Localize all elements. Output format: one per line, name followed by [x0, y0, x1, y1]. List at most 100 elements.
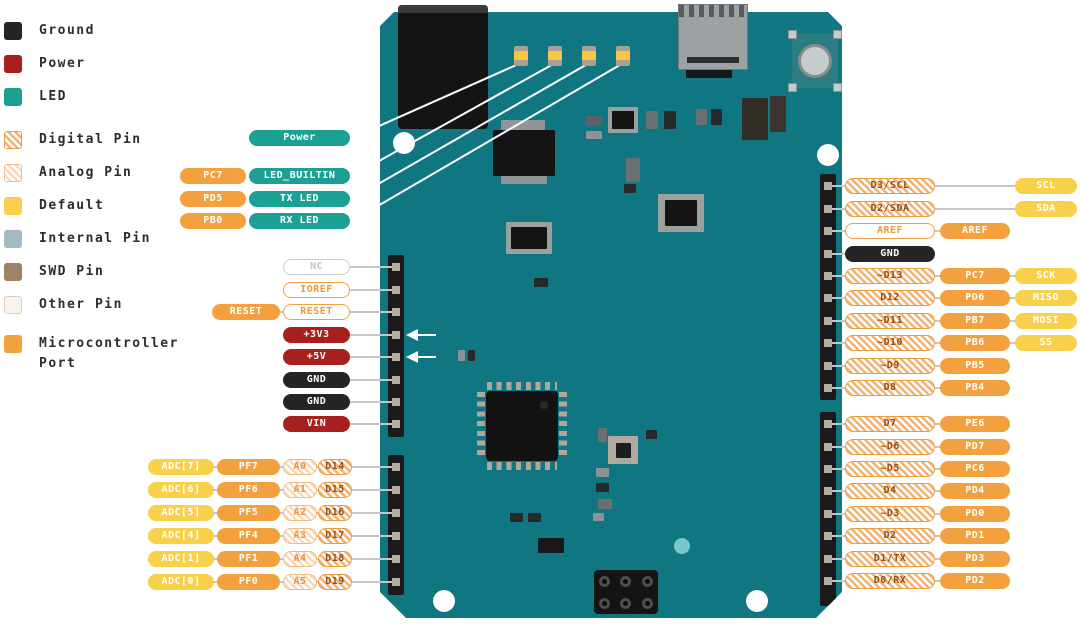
- pin-label-gnd: GND: [283, 394, 350, 410]
- pin-label-a4: A4: [283, 551, 317, 567]
- legend-swatch-internal: [4, 230, 22, 248]
- mcu-die: [486, 391, 558, 461]
- pin-header-right-top: [820, 174, 836, 400]
- button-pin: [788, 83, 797, 92]
- pin-label-aref: AREF: [845, 223, 935, 239]
- legend-swatch-digital: [4, 131, 22, 149]
- mcu-chip: [477, 382, 567, 470]
- pin-label-ioref: IOREF: [283, 282, 350, 298]
- pin-label-d16: D16: [318, 505, 352, 521]
- pin-label-pf0: PF0: [217, 574, 280, 590]
- icsp-pin: [641, 597, 653, 609]
- legend-item-digital-pin: Digital Pin: [4, 130, 142, 150]
- button-pin: [833, 30, 842, 39]
- smd-component: [501, 120, 545, 130]
- smd-component: [598, 428, 607, 442]
- pin-label-rx-led: RX LED: [249, 213, 350, 229]
- icsp-pin: [641, 575, 653, 587]
- pin-label-reset: RESET: [212, 304, 280, 320]
- smd-component: [586, 131, 602, 139]
- power-jack-top: [398, 5, 488, 13]
- pin-label-pe6: PE6: [940, 416, 1010, 432]
- smd-component: [586, 116, 602, 126]
- pin-label-pd2: PD2: [940, 573, 1010, 589]
- legend-swatch-ground: [4, 22, 22, 40]
- pin-label-sda: SDA: [1015, 201, 1077, 217]
- legend-label: Analog Pin: [39, 165, 133, 180]
- pin-label-d2-sda: D2/SDA: [845, 201, 935, 217]
- smd-component: [458, 350, 465, 361]
- mounting-hole: [393, 132, 415, 154]
- smd-component: [624, 184, 636, 193]
- pin-label-pd3: PD3: [940, 551, 1010, 567]
- pin-label-sck: SCK: [1015, 268, 1077, 284]
- smd-component: [665, 200, 697, 226]
- legend-label: Power: [39, 56, 86, 71]
- pin-label-d15: D15: [318, 482, 352, 498]
- legend-swatch-led: [4, 88, 22, 106]
- mounting-hole: [746, 590, 768, 612]
- legend-swatch-power: [4, 55, 22, 73]
- smd-component: [696, 109, 707, 125]
- pin-label-pd6: PD6: [940, 290, 1010, 306]
- pin-label-pd0: PD0: [940, 506, 1010, 522]
- pin-label-d8: D8: [845, 380, 935, 396]
- smd-component: [511, 227, 547, 249]
- pin-label-d1-tx: D1/TX: [845, 551, 935, 567]
- icsp-pin: [620, 597, 632, 609]
- pin-label--d5: ~D5: [845, 461, 935, 477]
- pin-label-led-builtin: LED_BUILTIN: [249, 168, 350, 184]
- mcu-pins: [559, 392, 567, 460]
- legend-item-led: LED: [4, 87, 67, 107]
- pin-label-miso: MISO: [1015, 290, 1077, 306]
- smd-component: [510, 513, 523, 522]
- pin-label-d7: D7: [845, 416, 935, 432]
- pin-label-a0: A0: [283, 459, 317, 475]
- pin-label-d18: D18: [318, 551, 352, 567]
- legend-item-power: Power: [4, 54, 86, 74]
- pin-label-a5: A5: [283, 574, 317, 590]
- pin-label-adc-6-: ADC[6]: [148, 482, 214, 498]
- pin-label-pd7: PD7: [940, 439, 1010, 455]
- legend-swatch-otherpin: [4, 296, 22, 314]
- pin-label-nc: NC: [283, 259, 350, 275]
- smd-component: [596, 468, 609, 477]
- smd-component: [468, 350, 475, 361]
- pin-label-adc-0-: ADC[0]: [148, 574, 214, 590]
- pin-label-pb5: PB5: [940, 358, 1010, 374]
- smd-component: [626, 158, 640, 182]
- legend-item-default: Default: [4, 196, 104, 216]
- reset-button: [788, 30, 842, 92]
- button-pin: [788, 30, 797, 39]
- pin-label-adc-4-: ADC[4]: [148, 528, 214, 544]
- pin-header-left-bottom: [388, 455, 404, 595]
- test-pad: [674, 538, 690, 554]
- smd-component: [742, 98, 768, 140]
- pin-label--d3: ~D3: [845, 506, 935, 522]
- button-pin: [833, 83, 842, 92]
- smd-component: [596, 483, 609, 492]
- pin-label-ss: SS: [1015, 335, 1077, 351]
- smd-component: [538, 538, 564, 553]
- pin-label--d6: ~D6: [845, 439, 935, 455]
- pin-label--d9: ~D9: [845, 358, 935, 374]
- icsp-pin: [599, 575, 611, 587]
- legend-label: Ground: [39, 23, 95, 38]
- pin-label-d14: D14: [318, 459, 352, 475]
- pin-label-tx-led: TX LED: [249, 191, 350, 207]
- pin-label-reset: RESET: [283, 304, 350, 320]
- pin-label-d2: D2: [845, 528, 935, 544]
- pin-label-d0-rx: D0/RX: [845, 573, 935, 589]
- smd-component: [664, 111, 676, 129]
- pin-label-pb0: PB0: [180, 213, 246, 229]
- pin-label-power: Power: [249, 130, 350, 146]
- pin-label-mosi: MOSI: [1015, 313, 1077, 329]
- legend-label: SWD Pin: [39, 264, 105, 279]
- legend-item-microcontroller-port: Microcontroller Port: [4, 334, 199, 374]
- smd-component: [646, 430, 657, 439]
- usb-slot: [687, 57, 739, 63]
- pin-label-gnd: GND: [845, 246, 935, 262]
- mounting-hole: [433, 590, 455, 612]
- pin-label-pd1: PD1: [940, 528, 1010, 544]
